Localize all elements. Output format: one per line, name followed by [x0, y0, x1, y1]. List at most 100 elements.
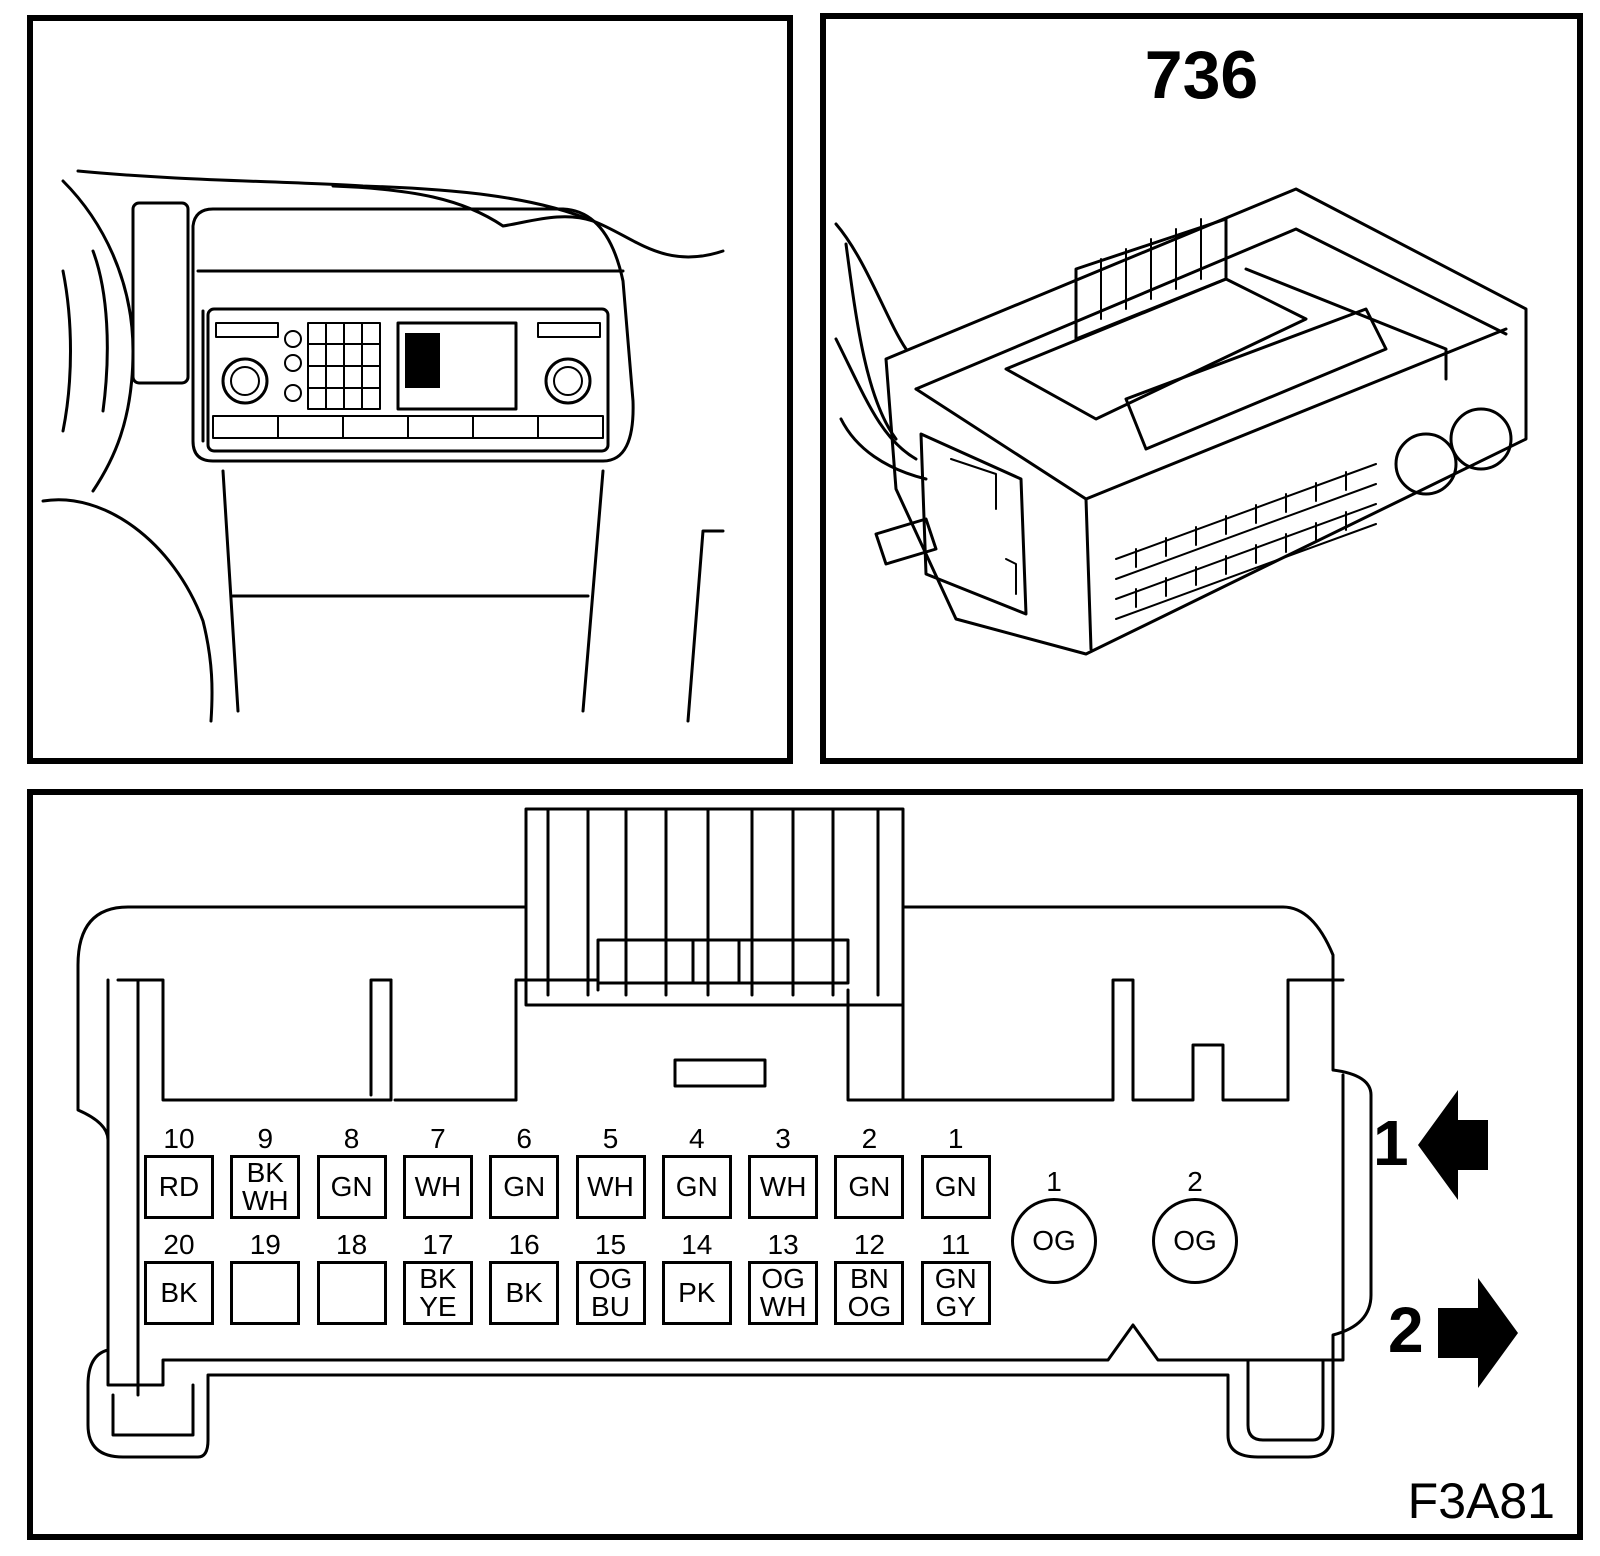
pin-wire-color: RD: [144, 1155, 214, 1219]
pin-number: 7: [430, 1123, 446, 1154]
location-view-panel: [27, 15, 793, 764]
wire-color-code: GY: [935, 1291, 976, 1322]
pin-number: 18: [336, 1229, 368, 1260]
pin-wire-color: PK: [661, 1261, 732, 1325]
pin-wire-color: WH: [402, 1155, 473, 1219]
pin-number: 6: [516, 1123, 532, 1154]
pin-number: 2: [861, 1123, 878, 1154]
pin-18: 18: [316, 1229, 387, 1325]
pin-number: 10: [163, 1123, 195, 1154]
wire-color-code: OG: [588, 1263, 633, 1294]
wire-color-code: GN: [934, 1263, 977, 1294]
pin-wire-color: WH: [575, 1155, 646, 1219]
side-marker-2: 2: [1388, 1294, 1424, 1366]
pin-number: 2: [1187, 1166, 1203, 1197]
side-marker-1: 1: [1373, 1107, 1409, 1179]
pin-number: 1: [1046, 1166, 1062, 1197]
wire-color-code: GN: [934, 1171, 977, 1202]
connector-face-outline: [76, 807, 1373, 1459]
wire-color-code: WH: [241, 1185, 289, 1216]
dashboard-illustration: [41, 169, 725, 723]
pin-number: 11: [941, 1229, 971, 1260]
wire-color-code: OG: [761, 1263, 805, 1294]
wire-color-code: YE: [419, 1291, 457, 1322]
pin-number: 12: [853, 1229, 885, 1260]
pin-number: 3: [775, 1123, 791, 1154]
wire-color-code: BK: [419, 1263, 457, 1294]
pin-wire-color: GN: [834, 1155, 905, 1219]
arrow-left-icon: [1418, 1090, 1488, 1200]
wire-color-code: BU: [591, 1291, 630, 1322]
arrow-right-icon: [1438, 1278, 1518, 1388]
wire-color-code: WH: [414, 1171, 462, 1202]
pin-wire-color: BK: [489, 1261, 560, 1325]
pin-wire-color: GN: [920, 1155, 991, 1219]
pin-number: 14: [681, 1229, 713, 1260]
wire-color-code: BK: [505, 1277, 543, 1308]
pin-wire-color: WH: [748, 1155, 819, 1219]
wire-color-code: WH: [587, 1171, 634, 1202]
pin-number: 19: [249, 1229, 281, 1260]
pin-19: 19: [230, 1229, 301, 1325]
wire-color-code: BN: [849, 1263, 889, 1294]
connector-view-panel: 736: [820, 13, 1583, 764]
pin-wire-color: GN: [661, 1155, 732, 1219]
pin-number: 16: [508, 1229, 540, 1260]
pin-number: 8: [343, 1123, 360, 1154]
wire-color-code: GN: [503, 1171, 546, 1202]
wire-color-code: GN: [848, 1171, 891, 1202]
pin-number: 15: [594, 1229, 627, 1260]
wire-color-code: GN: [675, 1171, 718, 1202]
pin-wire-color: OG: [1011, 1198, 1097, 1284]
wire-color-code: BK: [246, 1157, 284, 1188]
pin-number: 9: [257, 1123, 274, 1154]
figure-code: F3A81: [1407, 1473, 1555, 1529]
pin-number: 20: [163, 1229, 195, 1260]
pin-number: 4: [689, 1123, 705, 1154]
pin-wire-color: GN: [316, 1155, 387, 1219]
wire-color-code: RD: [158, 1171, 200, 1202]
pin-wire-color: BK: [144, 1261, 214, 1325]
pin-wire-color: [316, 1261, 387, 1325]
pin-number: 17: [422, 1229, 454, 1260]
wire-color-code: WH: [759, 1291, 807, 1322]
pin-number: 5: [602, 1123, 619, 1154]
connector-id: 736: [1144, 37, 1259, 113]
wire-color-code: OG: [847, 1291, 892, 1322]
pin-number: 1: [947, 1123, 964, 1154]
wire-color-code: BK: [160, 1277, 198, 1308]
pin-number: 13: [767, 1229, 799, 1260]
connector-illustration: [834, 187, 1528, 656]
wire-color-code: WH: [759, 1171, 807, 1202]
wire-color-code: PK: [678, 1277, 716, 1308]
pin-wire-color: [230, 1261, 301, 1325]
pin-wire-color: OG: [1152, 1198, 1238, 1284]
